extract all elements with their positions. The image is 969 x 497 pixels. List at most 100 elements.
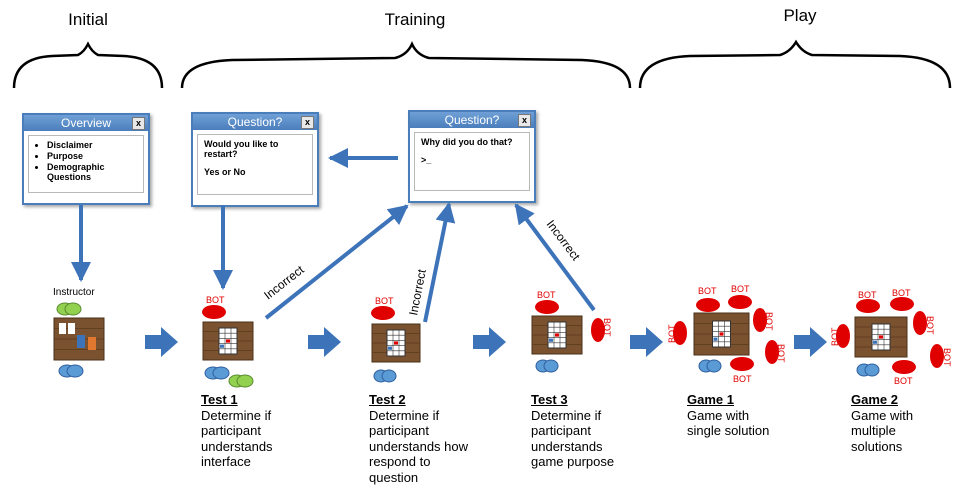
overview-window: Overview x Disclaimer Purpose Demographi… bbox=[22, 113, 150, 205]
bot-label: BOT bbox=[537, 290, 556, 300]
overview-title: Overview bbox=[60, 116, 111, 130]
bot-label: BOT bbox=[375, 296, 394, 306]
grid-cell-red bbox=[394, 341, 398, 345]
test2-desc-line: understands how bbox=[369, 438, 469, 454]
block-icon bbox=[88, 337, 96, 350]
game1-label: Game 1 Game with single solution bbox=[687, 392, 769, 439]
person-shape bbox=[864, 363, 880, 377]
test3-desc-line: understands bbox=[531, 438, 603, 454]
test3-bot: BOT bbox=[535, 290, 559, 314]
game2-bot: BOT bbox=[930, 344, 952, 368]
restart-title: Question? bbox=[227, 115, 283, 129]
why-question-window: Question? x Why did you do that? >_ bbox=[408, 110, 536, 203]
test3-board bbox=[531, 315, 583, 355]
overview-item: Disclaimer bbox=[47, 140, 137, 150]
game1-bot: BOT bbox=[753, 308, 774, 332]
game1-bot: BOT bbox=[696, 286, 720, 312]
test1-desc-line: interface bbox=[201, 454, 251, 469]
bot-shape bbox=[913, 311, 927, 335]
paper-icon bbox=[68, 323, 75, 334]
block-icon bbox=[77, 335, 85, 348]
test3-label: Test 3 Determine if participant understa… bbox=[531, 392, 614, 470]
close-icon[interactable]: x bbox=[301, 116, 314, 129]
brace-training bbox=[180, 40, 632, 89]
test1-desc-line: Determine if bbox=[201, 407, 272, 423]
bot-label: BOT bbox=[830, 327, 840, 346]
why-titlebar: Question? x bbox=[410, 112, 534, 128]
test1-board bbox=[202, 321, 254, 361]
incorrect-label-3: Incorrect bbox=[544, 217, 584, 263]
phase-training-label: Training bbox=[384, 10, 446, 29]
restart-question-text: Would you like to restart? bbox=[204, 139, 279, 159]
game2-label: Game 2 Game with multiple solutions bbox=[851, 392, 913, 454]
restart-answer-text: Yes or No bbox=[204, 167, 246, 177]
test1-desc-line: participant bbox=[201, 423, 261, 438]
game1-desc-line: Game with bbox=[687, 407, 750, 423]
instructor-figure bbox=[56, 302, 82, 316]
test1-title: Test 1 bbox=[201, 392, 238, 407]
game2-bot: BOT bbox=[890, 288, 914, 311]
bot-label: BOT bbox=[892, 288, 911, 298]
participant-figure bbox=[535, 359, 559, 373]
bot-shape bbox=[673, 321, 687, 345]
instructor-figure bbox=[228, 374, 254, 388]
bot-shape bbox=[836, 324, 850, 348]
test1-label: Test 1 Determine if participant understa… bbox=[201, 392, 273, 470]
bot-shape bbox=[696, 298, 720, 312]
why-question-text: Why did you do that? bbox=[421, 137, 513, 147]
bot-label: BOT bbox=[942, 348, 952, 367]
grid-cell-blue bbox=[873, 340, 877, 344]
test2-board bbox=[371, 323, 421, 363]
person-shape bbox=[381, 369, 397, 383]
grid-cell-blue bbox=[388, 346, 392, 350]
test2-desc-line: question bbox=[369, 469, 419, 485]
participant-figure bbox=[698, 359, 722, 373]
game2-bot: BOT bbox=[892, 360, 916, 386]
overview-body: Disclaimer Purpose Demographic Questions bbox=[28, 135, 144, 193]
bot-label: BOT bbox=[206, 295, 225, 305]
game2-bot: BOT bbox=[830, 324, 850, 348]
arrow-incorrect-test3 bbox=[514, 203, 596, 312]
bot-shape bbox=[856, 299, 880, 313]
test3-desc-line: Determine if bbox=[531, 407, 602, 423]
bot-label: BOT bbox=[776, 344, 786, 363]
test1-desc-line: understands bbox=[201, 438, 273, 454]
why-body: Why did you do that? >_ bbox=[414, 132, 530, 191]
game1-desc-line: single solution bbox=[687, 423, 770, 438]
overview-item: Purpose bbox=[47, 151, 137, 161]
test3-desc-line: participant bbox=[531, 423, 591, 438]
game2-board bbox=[854, 316, 908, 358]
restart-question-window: Question? x Would you like to restart? Y… bbox=[191, 112, 319, 207]
participant-figure bbox=[856, 363, 880, 377]
participant-figure bbox=[58, 364, 84, 378]
person-shape bbox=[543, 359, 559, 373]
bot-label: BOT bbox=[698, 286, 717, 296]
person-shape bbox=[66, 364, 84, 378]
test3-desc-line: game purpose bbox=[531, 454, 615, 469]
game1-bot: BOT bbox=[765, 340, 786, 364]
person-shape bbox=[64, 302, 82, 316]
bot-shape bbox=[371, 306, 395, 320]
game2-bot: BOT bbox=[913, 311, 935, 335]
bot-shape bbox=[728, 295, 752, 309]
grid-cell-blue bbox=[549, 338, 553, 342]
grid-cell-red bbox=[719, 332, 724, 336]
test1-bot: BOT bbox=[202, 295, 226, 319]
bot-shape bbox=[535, 300, 559, 314]
bot-label: BOT bbox=[894, 376, 913, 386]
arrow-incorrect-test2 bbox=[423, 202, 456, 323]
close-icon[interactable]: x bbox=[132, 117, 145, 130]
restart-body: Would you like to restart? Yes or No bbox=[197, 134, 313, 195]
close-icon[interactable]: x bbox=[518, 114, 531, 127]
flow-arrow bbox=[473, 327, 506, 357]
bot-label: BOT bbox=[858, 290, 877, 300]
game1-bot: BOT bbox=[730, 357, 754, 384]
flow-arrow bbox=[145, 327, 178, 357]
brace-play bbox=[638, 39, 952, 89]
arrow-incorrect-test1 bbox=[264, 204, 409, 320]
grid-cell-red bbox=[226, 339, 230, 343]
bot-shape bbox=[890, 297, 914, 311]
game2-title: Game 2 bbox=[851, 392, 898, 407]
test3-bot: BOT bbox=[591, 318, 612, 342]
